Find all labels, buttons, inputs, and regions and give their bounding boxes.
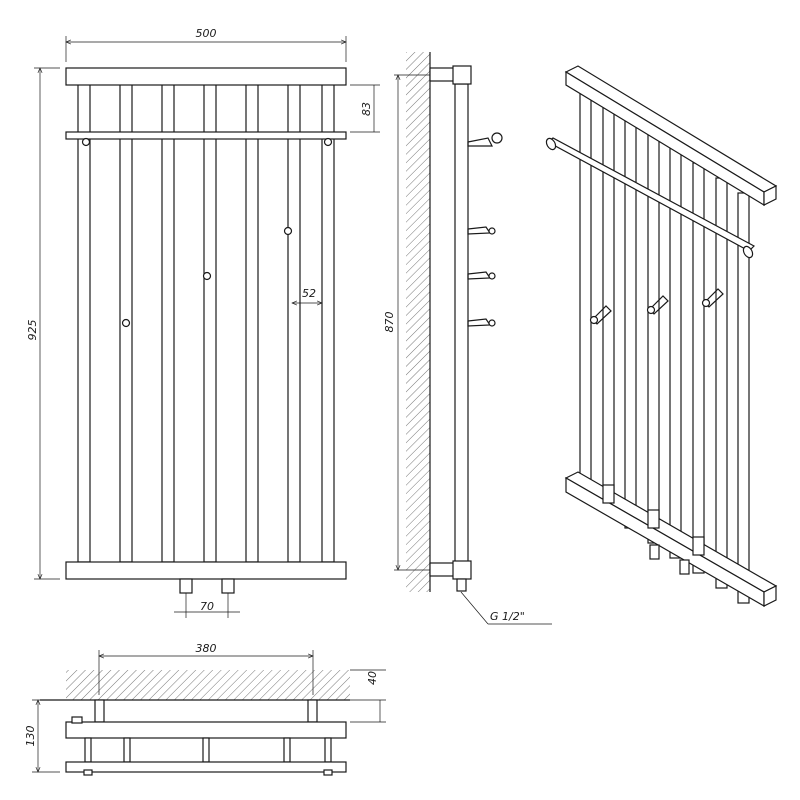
top-view: 380 40 130 — [24, 642, 386, 776]
iso-bottom-front — [565, 476, 765, 608]
front-view: 500 925 83 52 70 — [26, 27, 380, 618]
top-hooks — [84, 737, 332, 763]
pipe-connection — [221, 578, 235, 594]
top-wall-hatch — [66, 670, 350, 700]
hook-dot — [202, 271, 212, 281]
dim-connection-spacing: 70 — [200, 600, 214, 613]
dim-wall-distance: 380 — [196, 642, 217, 655]
side-hooks — [467, 132, 503, 327]
top-front-rail — [65, 761, 347, 773]
hook-dot — [121, 318, 131, 328]
side-view: 870 G 1/2" — [383, 52, 552, 625]
top-collector — [65, 67, 347, 86]
bottom-collector — [65, 561, 347, 580]
top-rear-rail — [65, 721, 347, 739]
thread-label: G 1/2" — [490, 610, 525, 623]
dim-axis-height: 870 — [383, 312, 396, 333]
towel-rail — [65, 131, 347, 140]
iso-hooks — [589, 288, 724, 325]
front-bars — [77, 83, 335, 563]
iso-top-front — [565, 70, 765, 207]
hook-dot — [283, 226, 293, 236]
dim-depth: 130 — [24, 726, 37, 747]
dim-height: 925 — [26, 320, 39, 341]
dim-rail-offset: 83 — [360, 102, 373, 116]
dim-width: 500 — [196, 27, 217, 40]
dim-wall-gap: 40 — [366, 671, 379, 685]
dim-bar-spacing: 52 — [302, 287, 316, 300]
pipe-connection — [179, 578, 193, 594]
side-pipe — [454, 83, 469, 563]
isometric-view — [545, 65, 778, 608]
wall-hatch — [406, 52, 430, 592]
